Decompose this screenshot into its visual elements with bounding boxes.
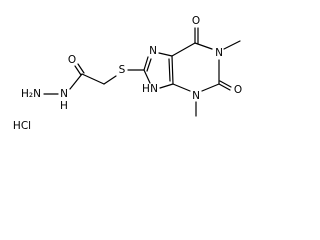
- molecule-structure: O H₂N N H S N N H N N O O HCl: [13, 15, 242, 132]
- bond-c8-n9: [143, 69, 151, 84]
- atom-n9: N: [150, 83, 158, 95]
- bond-c5-c6: [171, 42, 196, 57]
- atom-nh2-hydrazide: H₂N: [21, 88, 41, 100]
- bond-c2-n3: [201, 83, 220, 92]
- bond-n1-methyl: [223, 40, 241, 50]
- bond-c8-n7-b: [146, 58, 152, 72]
- bond-n3-c4: [172, 83, 191, 92]
- bond-c5-c4-b: [168, 58, 171, 82]
- bond-c-ch2: [81, 73, 105, 85]
- bond-c2-o2-b: [219, 80, 232, 88]
- bond-n9-c4: [159, 83, 174, 89]
- bond-n7-c5: [158, 52, 173, 57]
- bond-c6-n1: [194, 42, 213, 50]
- atom-n1: N: [215, 47, 223, 59]
- atom-h9: H: [142, 83, 150, 95]
- atom-n-hydrazide: N: [60, 88, 68, 100]
- bond-c-o-a: [74, 65, 82, 76]
- atom-o6: O: [192, 15, 200, 27]
- bond-c5-c4-a: [171, 55, 174, 85]
- atom-h-hydrazide: H: [60, 100, 68, 112]
- bond-c-o-b: [77, 63, 85, 74]
- salt-hcl: HCl: [13, 120, 31, 132]
- atom-labels: O H₂N N H S N N H N N O O HCl: [13, 15, 242, 132]
- atom-o-hydrazide: O: [68, 54, 76, 66]
- bond-ch2-s: [103, 75, 117, 85]
- atom-o2: O: [234, 84, 242, 96]
- bond-lines: [43, 27, 241, 117]
- atom-n3: N: [192, 90, 200, 102]
- atom-s-thioether: S: [119, 64, 126, 76]
- bond-c-nh: [69, 73, 83, 90]
- bond-c8-n7-a: [143, 56, 149, 71]
- atom-n7: N: [149, 45, 157, 57]
- bond-c2-o2-a: [218, 83, 231, 91]
